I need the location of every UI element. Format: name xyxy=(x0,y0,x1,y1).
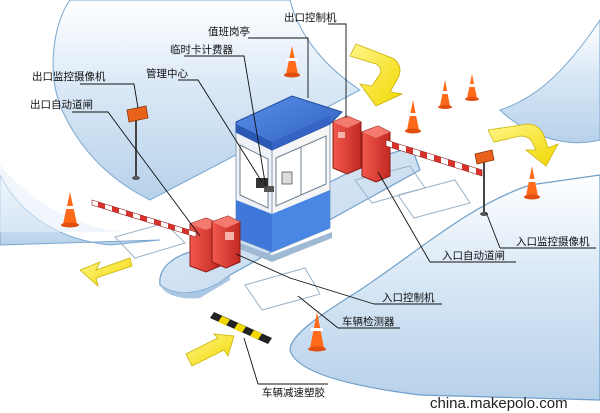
speed-bump xyxy=(210,312,272,344)
ground-right-top xyxy=(499,19,600,144)
arrow-entry-bottom xyxy=(185,333,235,367)
ground-right-bottom xyxy=(289,174,600,401)
label-entry-barrier: 入口自动道闸 xyxy=(442,249,505,262)
cone-6 xyxy=(61,192,79,228)
ground-left-bottom xyxy=(0,165,161,246)
traffic-cones xyxy=(61,46,540,352)
arrow-exit-left xyxy=(79,257,133,288)
entry-barrier-arm xyxy=(385,139,483,177)
exit-camera xyxy=(126,105,149,180)
label-entry-camera: 入口监控摄像机 xyxy=(516,235,590,248)
arrow-exit-top xyxy=(349,43,404,107)
label-exit-camera: 出口监控摄像机 xyxy=(32,70,106,83)
detector-loops xyxy=(114,165,471,311)
label-exit-barrier: 出口自动道闸 xyxy=(30,98,93,111)
label-management-center: 管理中心 xyxy=(146,67,188,80)
cone-1 xyxy=(284,46,300,78)
cone-5 xyxy=(524,166,540,200)
booth xyxy=(232,95,343,262)
label-exit-controller: 出口控制机 xyxy=(284,11,337,24)
arrow-entry-top-right xyxy=(487,123,559,167)
entry-camera xyxy=(474,149,495,216)
label-speed-bump: 车辆减速塑胶 xyxy=(262,386,325,399)
cone-7 xyxy=(308,312,326,352)
text-labels: 值班岗亭 出口控制机 临时卡计费器 出口监控摄像机 管理中心 出口自动道闸 入口… xyxy=(30,11,590,412)
cone-2 xyxy=(405,100,421,134)
exit-barrier-arm xyxy=(91,199,197,238)
watermark: china.makepolo.com xyxy=(430,395,568,412)
label-temp-card-meter: 临时卡计费器 xyxy=(170,43,233,56)
leader-lines xyxy=(72,23,596,385)
exit-controller-machine xyxy=(332,115,362,175)
label-entry-controller: 入口控制机 xyxy=(382,291,435,304)
label-vehicle-detector: 车辆检测器 xyxy=(342,315,395,328)
cone-3 xyxy=(438,80,452,109)
cone-4 xyxy=(465,74,479,101)
label-booth: 值班岗亭 xyxy=(208,25,250,38)
entry-controller-machine xyxy=(211,215,241,269)
entry-barrier-machine xyxy=(361,125,391,183)
ground-left-top xyxy=(52,0,361,201)
